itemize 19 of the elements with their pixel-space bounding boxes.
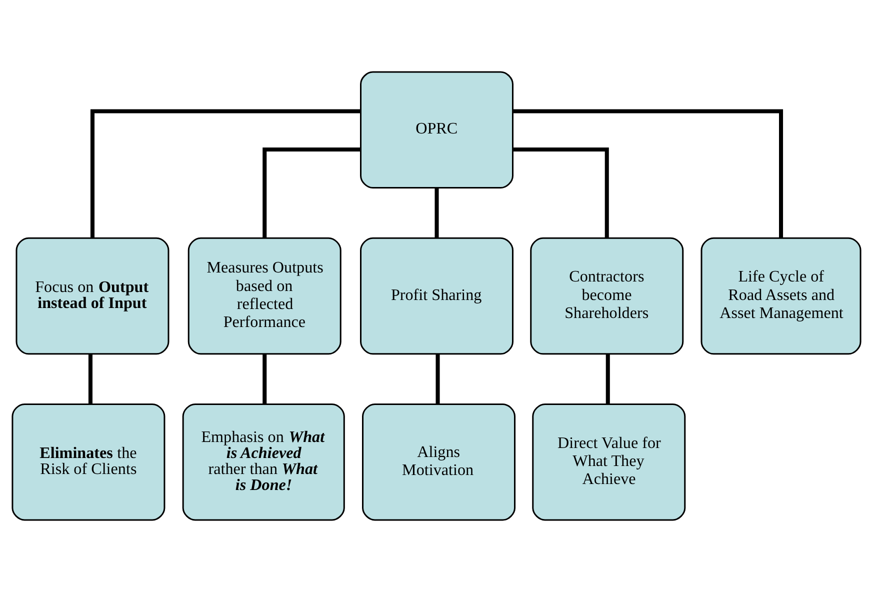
node-box: Eliminates the Risk of Clients bbox=[12, 402, 166, 520]
node-box: OPRC bbox=[360, 70, 514, 188]
node-box: Profit Sharing bbox=[360, 236, 514, 354]
connector bbox=[262, 147, 361, 238]
node-box: Life Cycle of Road Assets and Asset Management bbox=[700, 236, 862, 354]
connector bbox=[90, 108, 360, 238]
connector bbox=[436, 354, 440, 404]
connector bbox=[434, 188, 439, 238]
node-box: Measures Outputs based on reflected Performance bbox=[188, 236, 342, 354]
connector bbox=[512, 147, 609, 238]
connector bbox=[606, 354, 610, 404]
connector bbox=[513, 108, 784, 238]
connector bbox=[262, 354, 267, 404]
node-box: Aligns Motivation bbox=[362, 402, 516, 520]
node-box: Focus on Output instead of Input bbox=[16, 236, 170, 354]
node-box: Direct Value for What They Achieve bbox=[532, 402, 686, 520]
node-box: Contractors become Shareholders bbox=[530, 236, 684, 354]
connector bbox=[88, 354, 92, 404]
node-box: Emphasis on What is Achieved rather than What is Done! bbox=[182, 402, 345, 520]
